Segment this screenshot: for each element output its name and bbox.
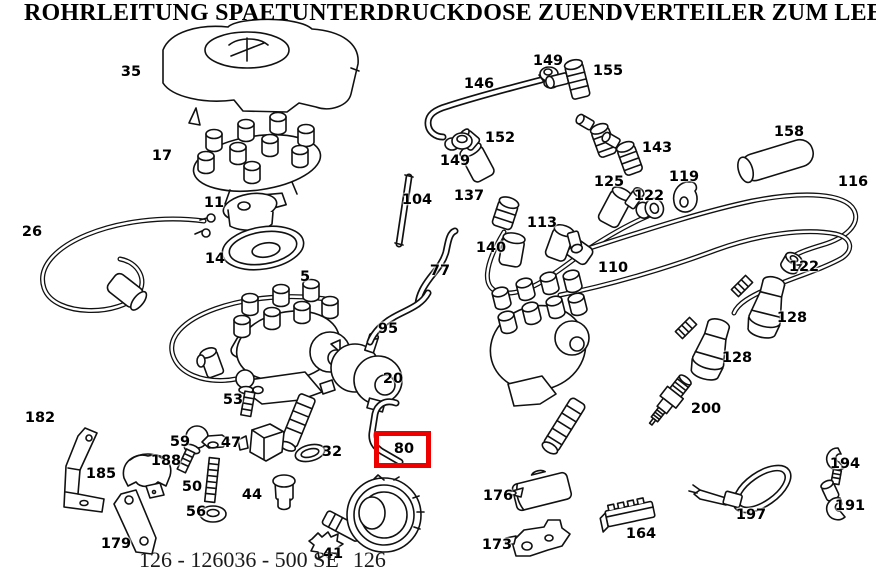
part-116-ignition-wire — [557, 229, 853, 316]
part-label-149[interactable]: 149 — [439, 153, 471, 169]
part-95-vacuum-hose — [366, 289, 432, 346]
part-137-ignition-wire — [485, 196, 651, 296]
part-label-44[interactable]: 44 — [241, 487, 263, 503]
part-label-176[interactable]: 176 — [482, 488, 514, 504]
part-194-clip — [825, 447, 845, 486]
part-label-122[interactable]: 122 — [633, 188, 665, 204]
part-label-152[interactable]: 152 — [484, 130, 516, 146]
part-label-80[interactable]: 80 — [393, 441, 415, 457]
part-label-113[interactable]: 113 — [526, 215, 558, 231]
part-label-11[interactable]: 11 — [203, 195, 225, 211]
part-143-connector-boots — [575, 113, 643, 176]
part-label-182[interactable]: 182 — [24, 410, 56, 426]
part-label-41[interactable]: 41 — [322, 546, 344, 562]
part-191-clip — [820, 479, 846, 521]
part-14-dust-shield — [221, 225, 305, 271]
page-title: ROHRLEITUNG SPAETUNTERDRUCKDOSE ZUENDVER… — [24, 0, 876, 26]
part-125-connector — [597, 186, 645, 229]
part-155-valve — [545, 58, 591, 100]
part-149b-grommet — [444, 132, 473, 151]
part-label-32[interactable]: 32 — [321, 444, 343, 460]
part-label-155[interactable]: 155 — [592, 63, 624, 79]
part-label-53[interactable]: 53 — [222, 392, 244, 408]
part-distributor-cap-wired — [489, 267, 590, 455]
part-173-bracket-plate — [505, 519, 571, 557]
part-140-connector — [498, 232, 526, 268]
part-label-59[interactable]: 59 — [169, 434, 191, 450]
part-label-194[interactable]: 194 — [829, 456, 861, 472]
part-104-vacuum-pipe — [394, 173, 414, 248]
part-179-bracket-strip — [113, 489, 157, 555]
part-26-ignition-cable — [40, 213, 216, 313]
part-label-20[interactable]: 20 — [382, 371, 404, 387]
part-label-119[interactable]: 119 — [668, 169, 700, 185]
part-59-nut — [201, 434, 230, 449]
part-11-rotor — [222, 192, 287, 232]
part-44-grommet — [272, 474, 296, 511]
part-label-164[interactable]: 164 — [625, 526, 657, 542]
part-label-188[interactable]: 188 — [150, 453, 182, 469]
part-35-cap-cover — [162, 18, 360, 126]
part-label-197[interactable]: 197 — [735, 507, 767, 523]
part-41-crank-pulley — [308, 474, 425, 560]
part-17-distributor-cap — [192, 111, 322, 205]
part-label-116[interactable]: 116 — [837, 174, 869, 190]
part-185-clamp — [122, 453, 172, 499]
part-label-128[interactable]: 128 — [721, 350, 753, 366]
part-label-191[interactable]: 191 — [834, 498, 866, 514]
part-176-sleeve — [504, 469, 573, 512]
part-label-56[interactable]: 56 — [185, 504, 207, 520]
part-label-5[interactable]: 5 — [299, 269, 311, 285]
caption-right: 126 — [352, 547, 386, 572]
part-122b-grommet — [780, 251, 803, 275]
part-158-sleeve — [737, 138, 814, 184]
part-label-128[interactable]: 128 — [776, 310, 808, 326]
part-label-185[interactable]: 185 — [85, 466, 117, 482]
part-label-95[interactable]: 95 — [377, 321, 399, 337]
part-182-bracket — [63, 427, 105, 513]
part-label-26[interactable]: 26 — [21, 224, 43, 240]
part-53-bolt — [235, 369, 256, 418]
part-label-104[interactable]: 104 — [401, 192, 433, 208]
part-label-149[interactable]: 149 — [532, 53, 564, 69]
part-164-connector-block — [599, 497, 656, 533]
part-label-200[interactable]: 200 — [690, 401, 722, 417]
part-47-holder — [237, 423, 285, 462]
part-label-17[interactable]: 17 — [151, 148, 173, 164]
part-label-140[interactable]: 140 — [475, 240, 507, 256]
part-label-158[interactable]: 158 — [773, 124, 805, 140]
part-label-179[interactable]: 179 — [100, 536, 132, 552]
part-50-stud — [203, 456, 221, 504]
part-label-122[interactable]: 122 — [788, 259, 820, 275]
part-label-146[interactable]: 146 — [463, 76, 495, 92]
part-77-vacuum-pipe — [414, 227, 459, 308]
part-label-14[interactable]: 14 — [204, 251, 226, 267]
caption-left: 126 - 126036 - 500 SE — [139, 547, 339, 572]
part-label-77[interactable]: 77 — [429, 263, 451, 279]
part-122a-grommet — [635, 197, 665, 220]
part-label-137[interactable]: 137 — [453, 188, 485, 204]
part-label-110[interactable]: 110 — [597, 260, 629, 276]
part-label-173[interactable]: 173 — [481, 537, 513, 553]
part-label-47[interactable]: 47 — [220, 435, 242, 451]
part-label-125[interactable]: 125 — [593, 174, 625, 190]
part-200-spark-plug — [648, 374, 692, 426]
part-small-fitting — [196, 347, 225, 379]
part-label-50[interactable]: 50 — [181, 479, 203, 495]
part-113-connector — [544, 223, 584, 262]
highlight-box-part-80 — [374, 431, 431, 468]
part-119-clip — [672, 181, 698, 213]
part-label-35[interactable]: 35 — [120, 64, 142, 80]
caption: 126 - 126036 - 500 SE 126 — [139, 547, 386, 573]
part-label-143[interactable]: 143 — [641, 140, 673, 156]
part-32-seal-ring — [294, 443, 326, 463]
part-197-cable-tie — [688, 464, 792, 514]
part-56-washer — [199, 505, 227, 523]
